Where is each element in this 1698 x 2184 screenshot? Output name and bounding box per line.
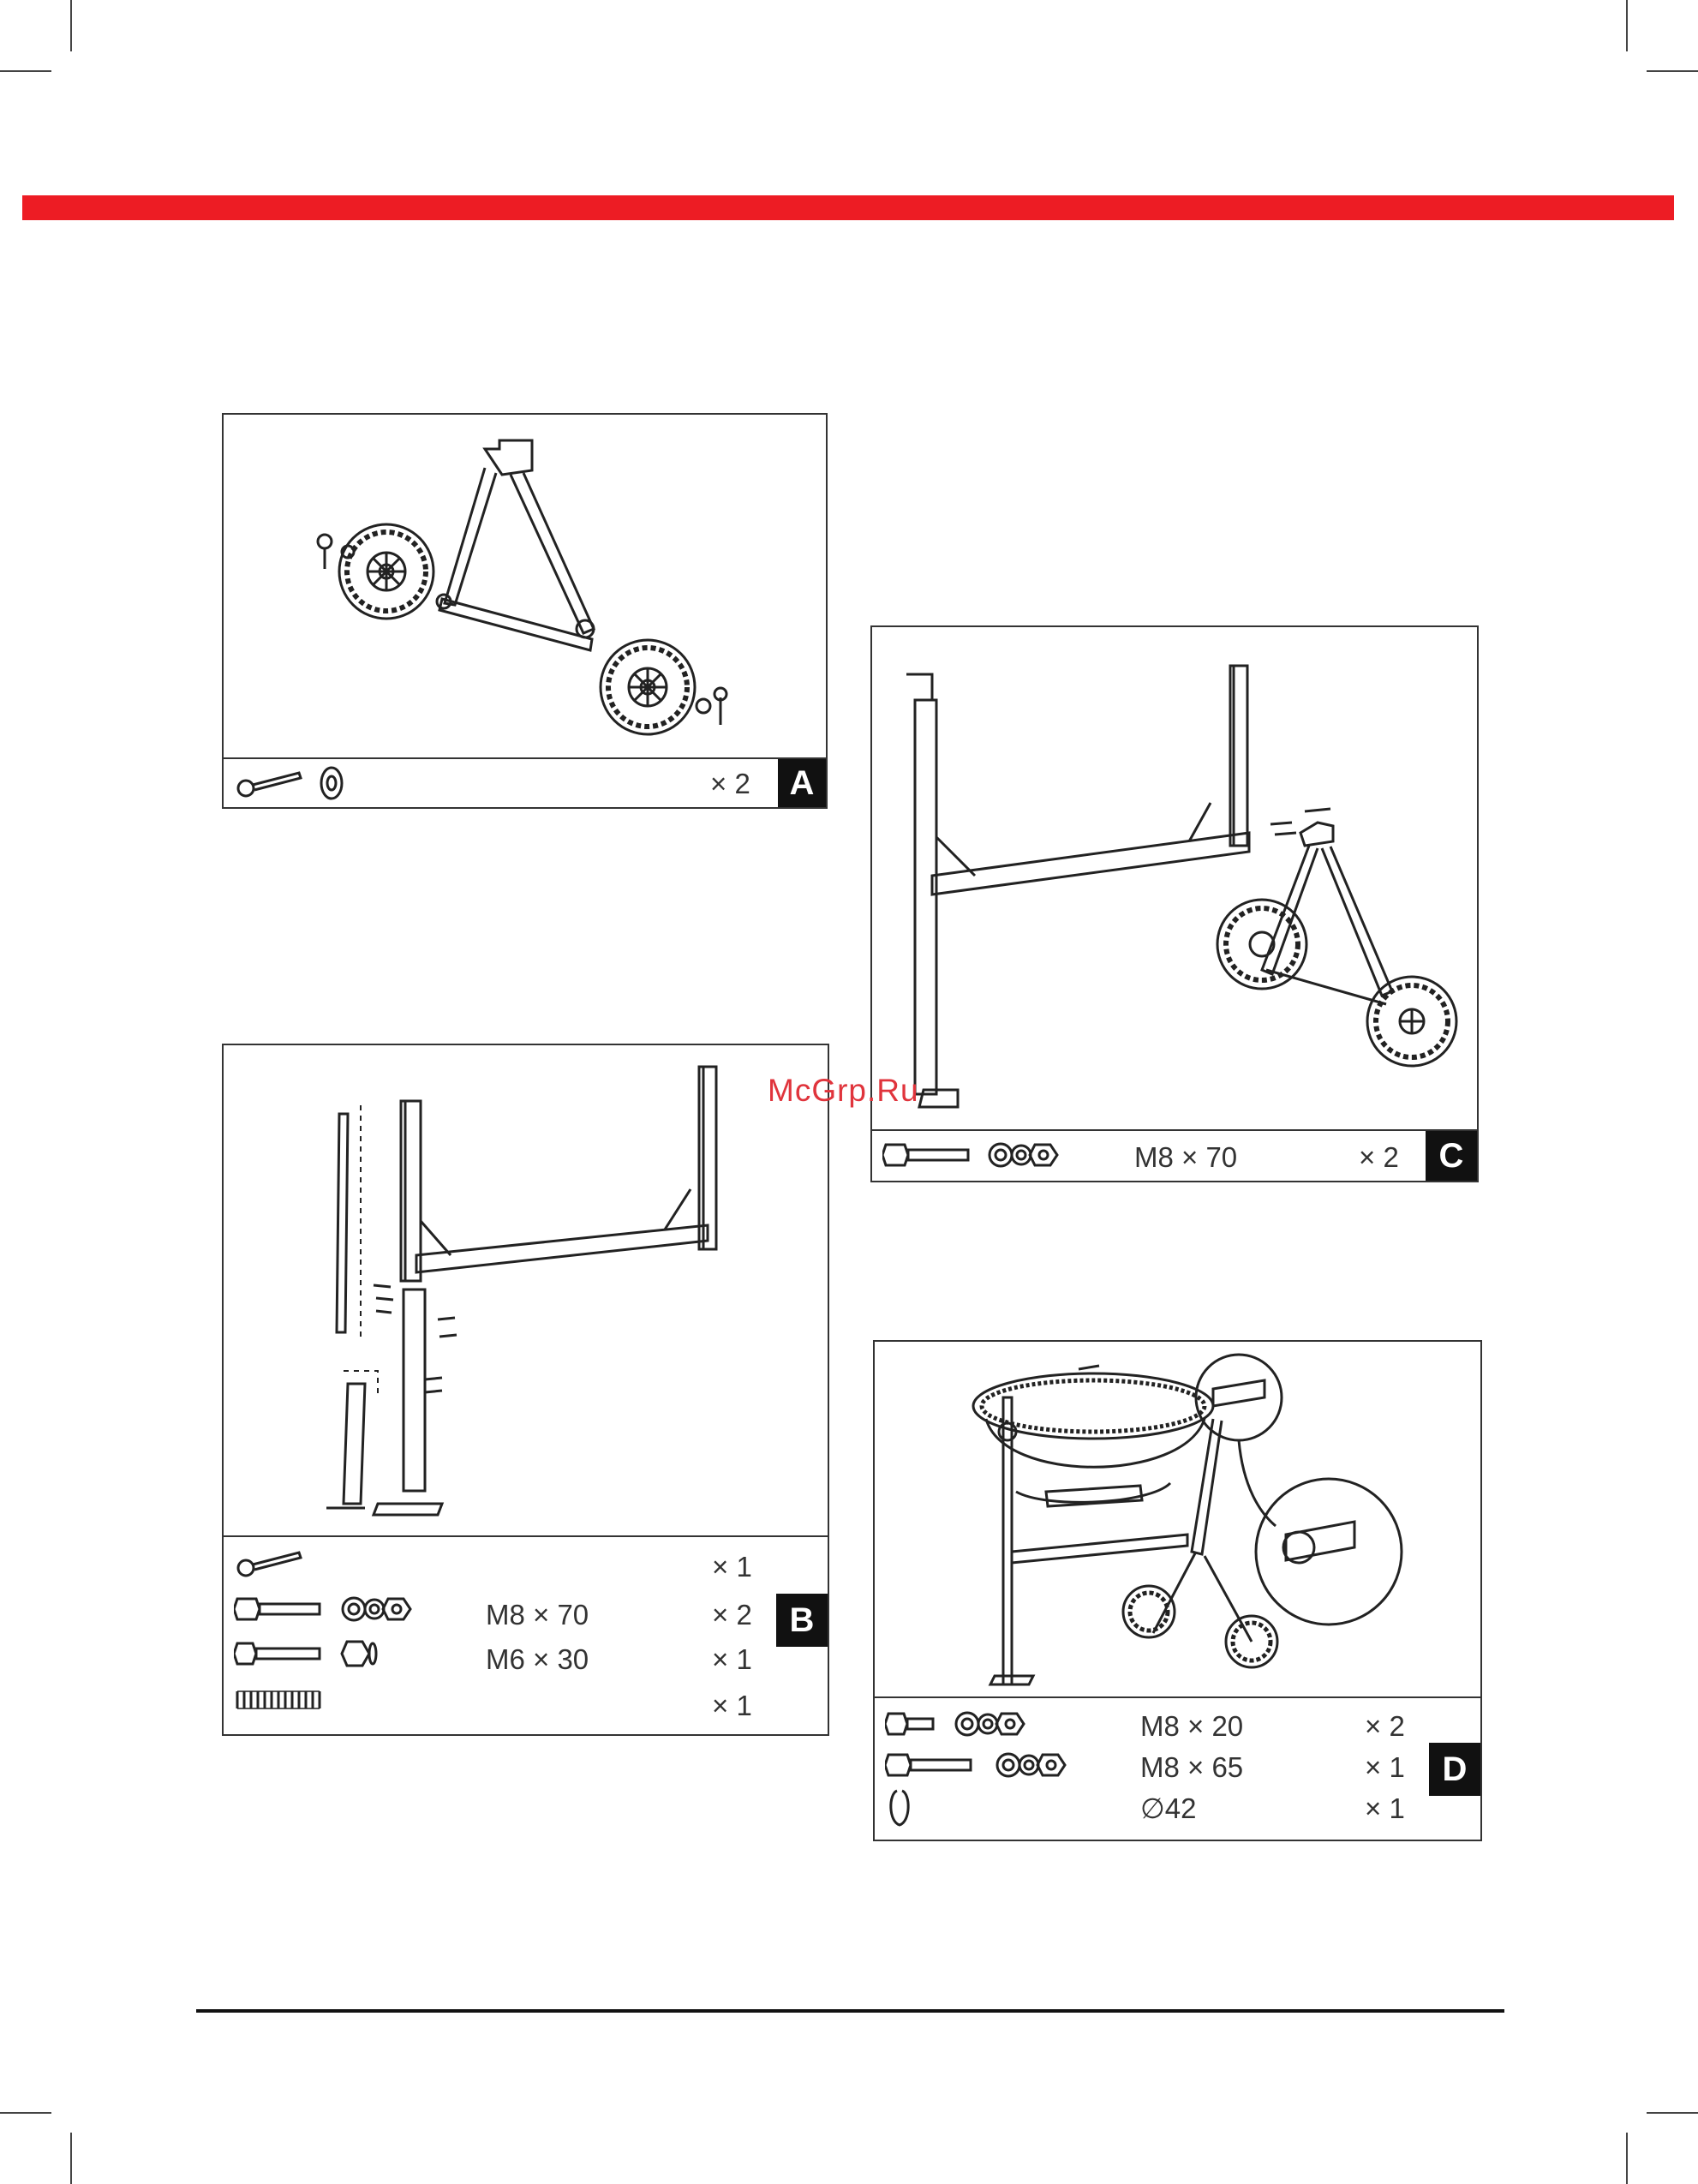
parts-list: M8 × 70 × 2 C [872,1129,1477,1181]
parts-list: M8 × 20 × 2 M8 × 65 × 1 ∅42 × 1 D [875,1696,1480,1840]
part-spec: M8 × 70 [1134,1143,1237,1171]
part-spec: M6 × 30 [486,1645,589,1673]
part-quantity: × 1 [1365,1794,1405,1822]
crop-mark [1626,2133,1628,2184]
part-quantity: × 2 [1365,1712,1405,1740]
step-badge: B [776,1594,828,1647]
frame-with-wheels-illustration [872,627,1477,1134]
part-quantity: × 2 [710,769,750,798]
hex-nut-icon [340,1637,380,1671]
part-spec: M8 × 70 [486,1601,589,1629]
panel-d: M8 × 20 × 2 M8 × 65 × 1 ∅42 × 1 D [873,1340,1482,1841]
crop-mark [70,0,72,51]
step-badge: D [1429,1743,1480,1796]
panel-b: × 1 M8 × 70 × 2 M6 × 30 × 1 × 1 B [222,1044,829,1736]
stand-frame-illustration [224,1045,828,1538]
part-quantity: × 2 [1359,1143,1399,1171]
washer-set-icon [340,1592,414,1626]
part-quantity: × 1 [712,1645,752,1673]
step-badge: C [1426,1131,1477,1181]
hex-bolt-icon [234,1594,324,1625]
panel-a: × 2 A [222,413,828,809]
header-accent-bar [22,195,1674,220]
parts-list: × 1 M8 × 70 × 2 M6 × 30 × 1 × 1 B [224,1535,828,1734]
washer-set-icon [954,1707,1027,1741]
crop-mark [1626,0,1628,51]
part-quantity: × 1 [712,1553,752,1581]
part-quantity: × 1 [1365,1753,1405,1781]
eye-bolt-icon [234,1546,302,1580]
spring-icon [234,1684,328,1715]
part-quantity: × 2 [712,1601,752,1629]
panel-c: M8 × 70 × 2 C [870,625,1479,1182]
parts-list: × 2 A [224,757,826,807]
part-spec: M8 × 65 [1140,1753,1243,1781]
crop-mark [1647,70,1698,72]
hex-bolt-icon [234,1638,324,1669]
hex-bolt-icon [885,1710,936,1738]
part-spec: ∅42 [1140,1794,1196,1822]
step-badge: A [778,759,826,807]
crop-mark [0,70,51,72]
washer-set-icon [995,1748,1068,1782]
wheel-frame-illustration [224,415,826,759]
crop-mark [0,2112,51,2114]
part-spec: M8 × 20 [1140,1712,1243,1740]
part-quantity: × 1 [712,1691,752,1720]
crop-mark [1647,2112,1698,2114]
washer-set-icon [987,1138,1061,1172]
hex-bolt-icon [882,1140,972,1170]
circlip-icon [887,1787,912,1828]
watermark-text: McGrp.Ru [768,1073,919,1109]
drum-mounting-illustration [875,1342,1480,1702]
crop-mark [70,2133,72,2184]
eye-bolt-icon [234,766,302,800]
footer-rule [196,2009,1504,2013]
hex-bolt-icon [885,1750,975,1780]
flat-washer-icon [316,764,347,802]
